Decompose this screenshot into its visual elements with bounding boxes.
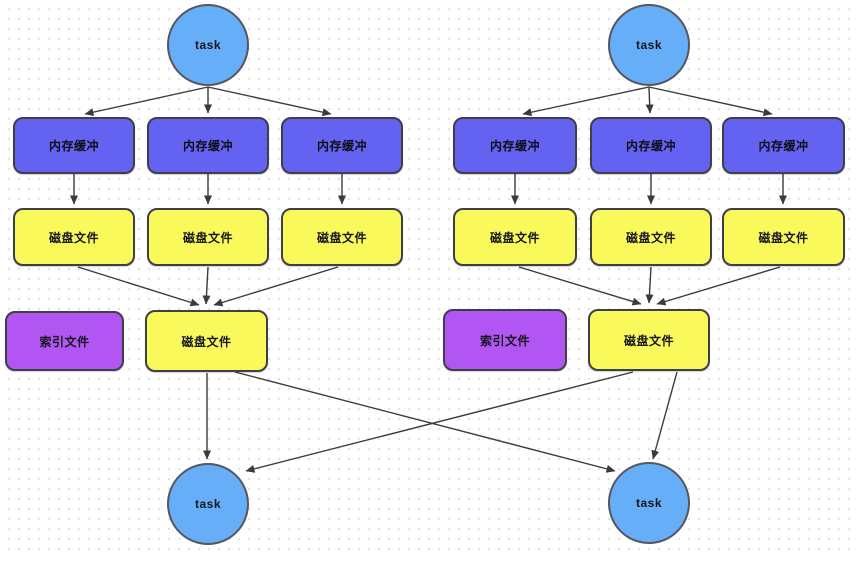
node-right-disk-1: 磁盘文件 <box>453 208 577 266</box>
node-right-buffer-2: 内存缓冲 <box>590 117 712 174</box>
node-label: task <box>194 38 222 52</box>
node-label: task <box>194 497 222 511</box>
node-label: 磁盘文件 <box>48 230 99 245</box>
node-right-disk-3: 磁盘文件 <box>722 208 845 266</box>
node-label: 磁盘文件 <box>758 230 809 245</box>
node-label: 磁盘文件 <box>489 230 540 245</box>
dot-grid-background <box>0 0 856 552</box>
node-left-buffer-3: 内存缓冲 <box>281 117 403 174</box>
node-label: 磁盘文件 <box>623 333 674 348</box>
node-label: task <box>635 496 663 510</box>
node-label: 内存缓冲 <box>625 139 676 153</box>
node-label: 磁盘文件 <box>625 230 676 245</box>
node-label: 磁盘文件 <box>316 230 367 245</box>
node-label: 内存缓冲 <box>758 139 809 153</box>
node-left-merged-disk: 磁盘文件 <box>145 310 268 372</box>
node-label: 内存缓冲 <box>489 139 540 153</box>
node-bottom-task-right: task <box>608 462 690 544</box>
node-left-disk-1: 磁盘文件 <box>13 208 135 266</box>
node-right-disk-2: 磁盘文件 <box>590 208 712 266</box>
node-right-index-file: 索引文件 <box>443 309 567 371</box>
node-right-merged-disk: 磁盘文件 <box>588 309 710 371</box>
node-label: 索引文件 <box>39 334 90 349</box>
node-right-buffer-3: 内存缓冲 <box>722 117 845 174</box>
node-label: 索引文件 <box>479 333 530 348</box>
node-label: 磁盘文件 <box>181 334 232 349</box>
node-left-index-file: 索引文件 <box>5 311 124 371</box>
node-label: 内存缓冲 <box>48 139 99 153</box>
node-left-buffer-1: 内存缓冲 <box>13 117 135 174</box>
node-label: 内存缓冲 <box>316 139 367 153</box>
node-label: 磁盘文件 <box>182 230 233 245</box>
node-bottom-task-left: task <box>167 463 249 545</box>
node-label: 内存缓冲 <box>182 139 233 153</box>
node-left-disk-3: 磁盘文件 <box>281 208 403 266</box>
node-left-disk-2: 磁盘文件 <box>147 208 269 266</box>
node-label: task <box>635 38 663 52</box>
node-left-top-task: task <box>167 4 249 86</box>
node-right-top-task: task <box>608 4 690 86</box>
node-left-buffer-2: 内存缓冲 <box>147 117 269 174</box>
node-right-buffer-1: 内存缓冲 <box>453 117 577 174</box>
